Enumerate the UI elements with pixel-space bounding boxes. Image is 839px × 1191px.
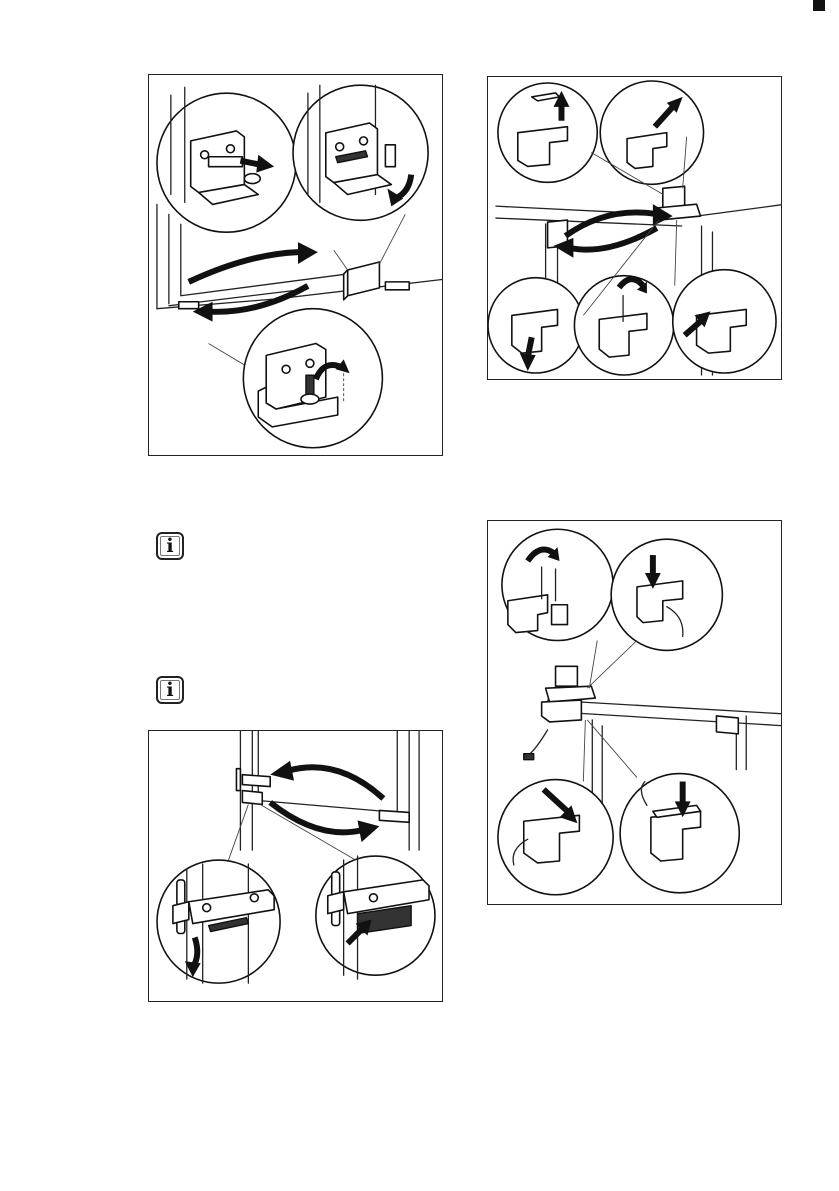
- hinge-cover-right: [385, 282, 409, 290]
- hinge-cover-left: [179, 302, 199, 309]
- figure-top-hinge-relocation: [487, 76, 782, 380]
- top-hinge-relocation-illustration: [488, 77, 781, 379]
- figure-top-hinge-installation: [487, 520, 782, 905]
- hinge-bracket: [348, 262, 380, 296]
- info-icon-glyph: i: [166, 537, 173, 556]
- door-hinge-relocation-illustration: [149, 75, 442, 455]
- page-edge-mark: [813, 0, 825, 11]
- figure-middle-hinge-relocation: [148, 730, 443, 1002]
- info-icon: i: [156, 532, 184, 560]
- info-icon: i: [156, 676, 184, 704]
- top-hinge-installation-illustration: [488, 521, 781, 904]
- info-icon-glyph: i: [166, 681, 173, 700]
- middle-hinge-relocation-illustration: [149, 731, 442, 1001]
- figure-bottom-hinge-relocation: [148, 74, 443, 456]
